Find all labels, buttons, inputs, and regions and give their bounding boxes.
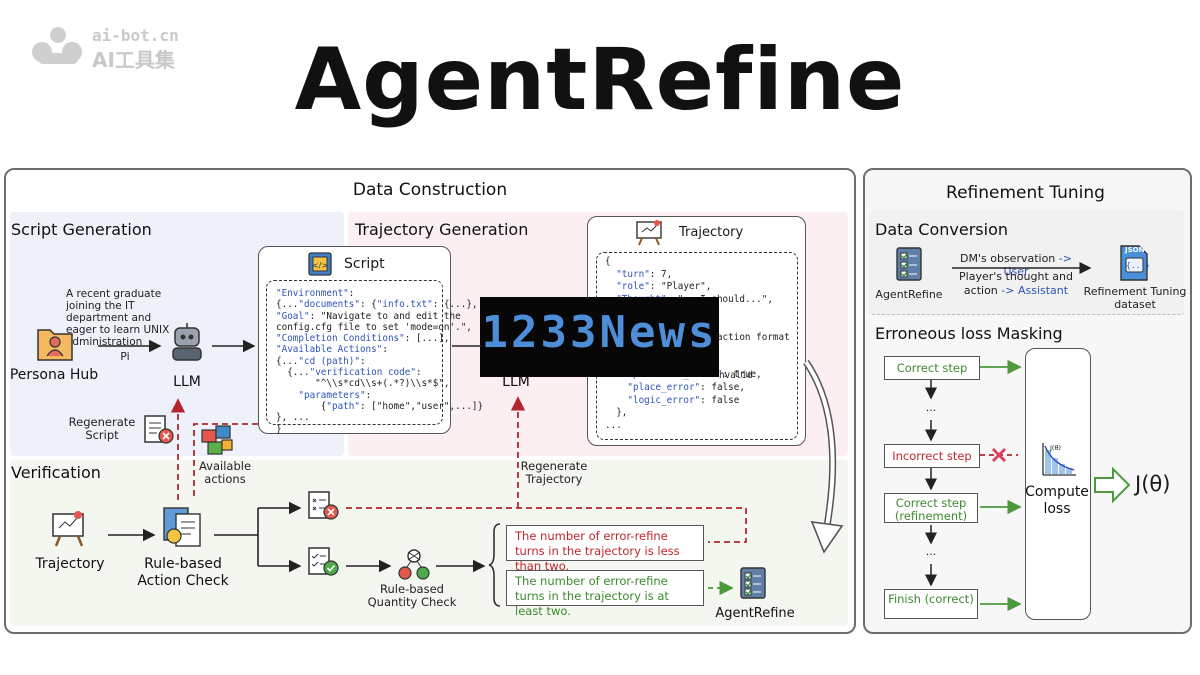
agentrefine-checklist-icon: [740, 567, 766, 599]
script-code-line: }: [276, 423, 282, 435]
script-code-line: "Goal": "Navigate to and edit the: [276, 310, 461, 322]
script-code: "Environment":{..."documents": {"info.tx…: [276, 288, 511, 435]
fail-doc-icon: [308, 491, 339, 520]
script-box-title: Script: [344, 256, 385, 272]
trajectory-code-line: "turn": 7,: [616, 268, 673, 280]
watermark-domain: ai-bot.cn: [92, 26, 179, 45]
pass-note: The number of error-refine turns in the …: [506, 570, 704, 618]
trajectory-code-line: "place_error": false,: [627, 381, 745, 393]
script-code-line: "Completion Conditions": [...],: [276, 333, 450, 345]
regenerate-script-label: Regenerate Script: [68, 415, 136, 442]
action-check-icon: [163, 507, 201, 547]
loss-curve-label: J(θ): [1050, 444, 1061, 452]
puzzle-icon: [201, 425, 233, 455]
data-conversion-label: Data Conversion: [875, 220, 1008, 239]
script-code-line: "Available Actions":: [276, 344, 388, 356]
script-generation-label: Script Generation: [11, 220, 152, 239]
refinement-tuning-title: Refinement Tuning: [946, 183, 1105, 203]
agentrefine-output-label: AgentRefine: [715, 606, 795, 621]
masking-label: Erroneous loss Masking: [875, 324, 1063, 343]
script-code-line: "^\\s*cd\\s+(.*?)\\s*$",: [276, 378, 450, 390]
script-reject-icon: [144, 415, 174, 444]
refinement-dataset-label: Refinement Tuning dataset: [1083, 285, 1187, 311]
quantity-check-icon: [398, 549, 430, 580]
llm-trajectory-label: LLM: [502, 374, 530, 390]
verification-trajectory-label: Trajectory: [35, 556, 105, 572]
compute-loss-box: [1025, 348, 1091, 620]
available-actions-label: Available actions: [198, 459, 252, 486]
page-title: AgentRefine: [294, 30, 906, 130]
brace-shape: [488, 523, 501, 607]
persona-text: A recent graduate joining the IT departm…: [66, 288, 170, 348]
j-theta-label: J(θ): [1135, 472, 1171, 496]
step-ellipsis-1: ...: [925, 401, 937, 414]
script-code-line: "Environment":: [276, 288, 355, 299]
svg-text:</>: </>: [312, 261, 328, 270]
trajectory-box-title: Trajectory: [679, 225, 744, 240]
verification-region: [10, 460, 848, 626]
step-correct-refinement: Correct step (refinement): [884, 493, 978, 523]
script-code-line: }, ...: [276, 412, 310, 424]
rule-action-check-label: Rule-based Action Check: [137, 556, 229, 589]
persona-hub-label: Persona Hub: [9, 367, 99, 383]
trajectory-code-line: ...: [605, 419, 622, 431]
ai-bot-logo-icon: [32, 27, 82, 64]
loss-curve-icon: [1042, 443, 1076, 476]
action-line: action -> Assistant: [946, 284, 1086, 297]
conversion-agentrefine-label: AgentRefine: [875, 288, 943, 301]
verification-label: Verification: [11, 463, 101, 482]
trajectory-generation-label: Trajectory Generation: [355, 220, 529, 239]
trajectory-code-line: action format: [716, 331, 790, 343]
trajectory-code-line: "logic_error": false: [627, 394, 740, 406]
pass-doc-icon: [308, 547, 339, 576]
dm-observation-text: DM's observation: [960, 252, 1056, 265]
robot-icon: [172, 323, 202, 361]
step-correct-1: Correct step: [884, 356, 980, 380]
assistant-role-text: -> Assistant: [1001, 284, 1069, 297]
script-file-icon: </>: [308, 252, 332, 276]
trajectory-board-icon-small: [52, 511, 84, 547]
data-construction-title: Data Construction: [352, 180, 508, 200]
trajectory-board-icon: [636, 220, 662, 246]
rule-quantity-check-label: Rule-based Quantity Check: [367, 582, 457, 609]
trajectory-code-line: },: [605, 407, 628, 419]
fail-note: The number of error-refine turns in the …: [506, 525, 704, 573]
folder-icon: [37, 329, 73, 361]
watermark-name: AI工具集: [92, 48, 175, 72]
news-banner-text: 1233News: [481, 307, 718, 358]
news-banner: 1233News: [480, 297, 719, 377]
step-ellipsis-2: ...: [925, 545, 937, 558]
script-code-line: {"path": ["home","user",...]}: [276, 400, 484, 412]
llm-script-label: LLM: [173, 374, 201, 390]
compute-loss-label: Compute loss: [1025, 484, 1089, 517]
trajectory-code-line: {: [605, 256, 611, 267]
script-code-line: config.cfg file to set 'mode=on'.",: [276, 321, 472, 333]
trajectory-partial-text: nvalid: [719, 370, 753, 381]
watermark: ai-bot.cn AI工具集: [30, 24, 220, 72]
json-braces: {...}: [1126, 261, 1151, 270]
conversion-checklist-icon: [896, 247, 922, 281]
step-finish: Finish (correct): [884, 589, 978, 619]
script-code-area: [266, 280, 443, 425]
script-code-line: {..."verification code":: [276, 367, 422, 379]
json-file-icon: [1120, 245, 1148, 281]
player-thought-text: Player's thought and: [959, 270, 1073, 283]
script-code-line: "parameters":: [298, 389, 372, 401]
json-file-tag: JSON: [1125, 246, 1145, 254]
script-code-line: {..."cd (path)":: [276, 355, 366, 367]
pi-label: Pi: [120, 350, 130, 363]
regenerate-trajectory-label: Regenerate Trajectory: [520, 459, 588, 486]
trajectory-code-line: "role": "Player",: [616, 281, 712, 293]
action-text: action: [963, 284, 998, 297]
step-incorrect: Incorrect step: [884, 444, 980, 468]
